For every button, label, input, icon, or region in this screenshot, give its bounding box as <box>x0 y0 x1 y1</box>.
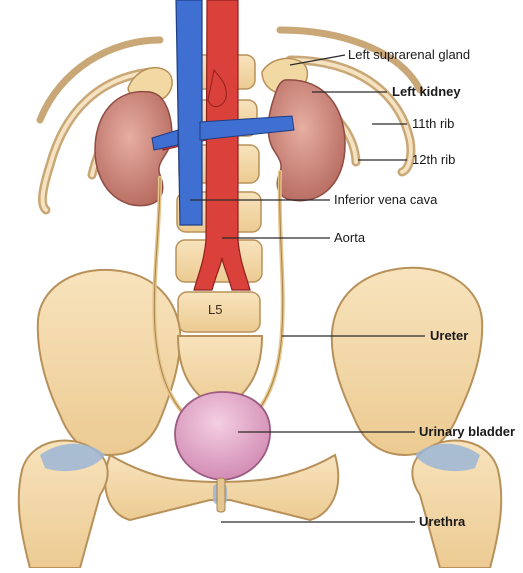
urethra-tube <box>217 478 225 512</box>
label-aorta: Aorta <box>334 230 365 246</box>
label-left-suprarenal-gland: Left suprarenal gland <box>348 47 470 63</box>
label-inferior-vena-cava: Inferior vena cava <box>334 192 437 208</box>
label-11th-rib: 11th rib <box>412 116 454 132</box>
ivc-trunk <box>176 0 202 225</box>
label-urethra: Urethra <box>419 514 465 530</box>
label-ureter: Ureter <box>430 328 468 344</box>
label-left-kidney: Left kidney <box>392 84 461 100</box>
label-12th-rib: 12th rib <box>412 152 455 168</box>
bladder-body <box>175 392 270 480</box>
label-urinary-bladder: Urinary bladder <box>419 424 515 440</box>
vertebra-l5-label: L5 <box>208 302 222 317</box>
